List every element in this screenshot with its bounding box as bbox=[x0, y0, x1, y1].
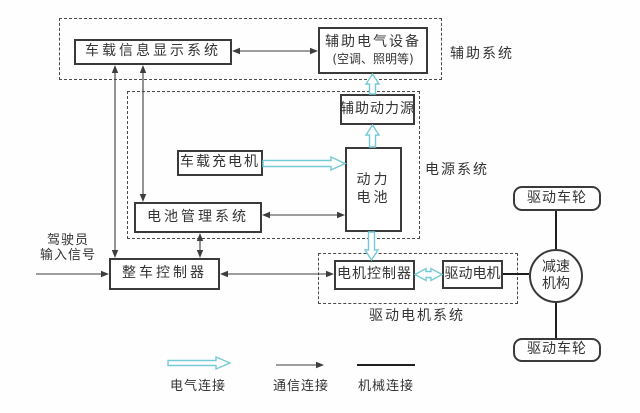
legend-electrical-label: 电气连接 bbox=[170, 379, 227, 394]
comm-display-vcu bbox=[111, 65, 119, 258]
label-auxiliary-system: 辅助系统 bbox=[450, 46, 514, 62]
group-power-system bbox=[127, 91, 420, 239]
node-drive-motor: 驱动电机 bbox=[442, 260, 503, 289]
node-drive-wheel-bottom-label: 驱动车轮 bbox=[527, 341, 587, 358]
driver-input-signal-label: 驾驶员 输入信号 bbox=[30, 233, 106, 264]
group-drive-motor-system bbox=[318, 253, 518, 304]
node-onboard-charger-label: 车载充电机 bbox=[180, 154, 260, 171]
node-auxiliary-power-source: 辅助动力源 bbox=[340, 94, 415, 125]
node-auxiliary-electrical-equipment-line1: 辅助电气设备 bbox=[325, 34, 421, 51]
node-battery-management-system-label: 电池管理系统 bbox=[147, 208, 249, 225]
node-reduction-mechanism-line1: 减速 bbox=[542, 258, 570, 275]
legend-electrical-arrow-icon bbox=[167, 355, 232, 371]
comm-vcu-mcu bbox=[220, 270, 334, 278]
node-motor-controller-label: 电机控制器 bbox=[337, 266, 412, 283]
node-power-battery-line2: 电池 bbox=[356, 189, 391, 206]
legend-communication-label: 通信连接 bbox=[273, 379, 330, 394]
node-power-battery-line1: 动力 bbox=[356, 172, 391, 188]
node-motor-controller: 电机控制器 bbox=[334, 260, 415, 290]
legend-communication-arrow-icon bbox=[276, 361, 324, 369]
label-drive-motor-system: 驱动电机系统 bbox=[369, 308, 465, 324]
legend-mechanical-label: 机械连接 bbox=[358, 379, 415, 394]
node-vehicle-info-display: 车载信息显示系统 bbox=[74, 39, 232, 65]
node-onboard-charger: 车载充电机 bbox=[177, 150, 263, 176]
node-drive-motor-label: 驱动电机 bbox=[444, 265, 501, 282]
node-auxiliary-electrical-equipment: 辅助电气设备 (空调、照明等) bbox=[318, 27, 428, 74]
node-drive-wheel-bottom: 驱动车轮 bbox=[513, 338, 601, 362]
node-vehicle-controller: 整车控制器 bbox=[109, 258, 220, 290]
node-auxiliary-power-source-label: 辅助动力源 bbox=[340, 100, 415, 117]
driver-input-line1: 驾驶员 bbox=[46, 233, 89, 248]
node-auxiliary-electrical-equipment-line2: (空调、照明等) bbox=[332, 51, 414, 66]
node-reduction-mechanism-line2: 机构 bbox=[542, 276, 570, 292]
node-drive-wheel-top: 驱动车轮 bbox=[513, 186, 601, 211]
node-vehicle-info-display-label: 车载信息显示系统 bbox=[85, 43, 221, 60]
node-reduction-mechanism: 减速 机构 bbox=[529, 249, 583, 303]
group-auxiliary-system bbox=[59, 18, 442, 80]
node-vehicle-controller-label: 整车控制器 bbox=[122, 265, 207, 282]
node-power-battery: 动力 电池 bbox=[345, 147, 402, 232]
node-drive-wheel-top-label: 驱动车轮 bbox=[527, 189, 587, 206]
comm-driver-input-vcu bbox=[36, 270, 109, 278]
driver-input-line2: 输入信号 bbox=[39, 247, 96, 263]
node-battery-management-system: 电池管理系统 bbox=[134, 202, 262, 233]
label-power-system: 电源系统 bbox=[425, 162, 489, 178]
